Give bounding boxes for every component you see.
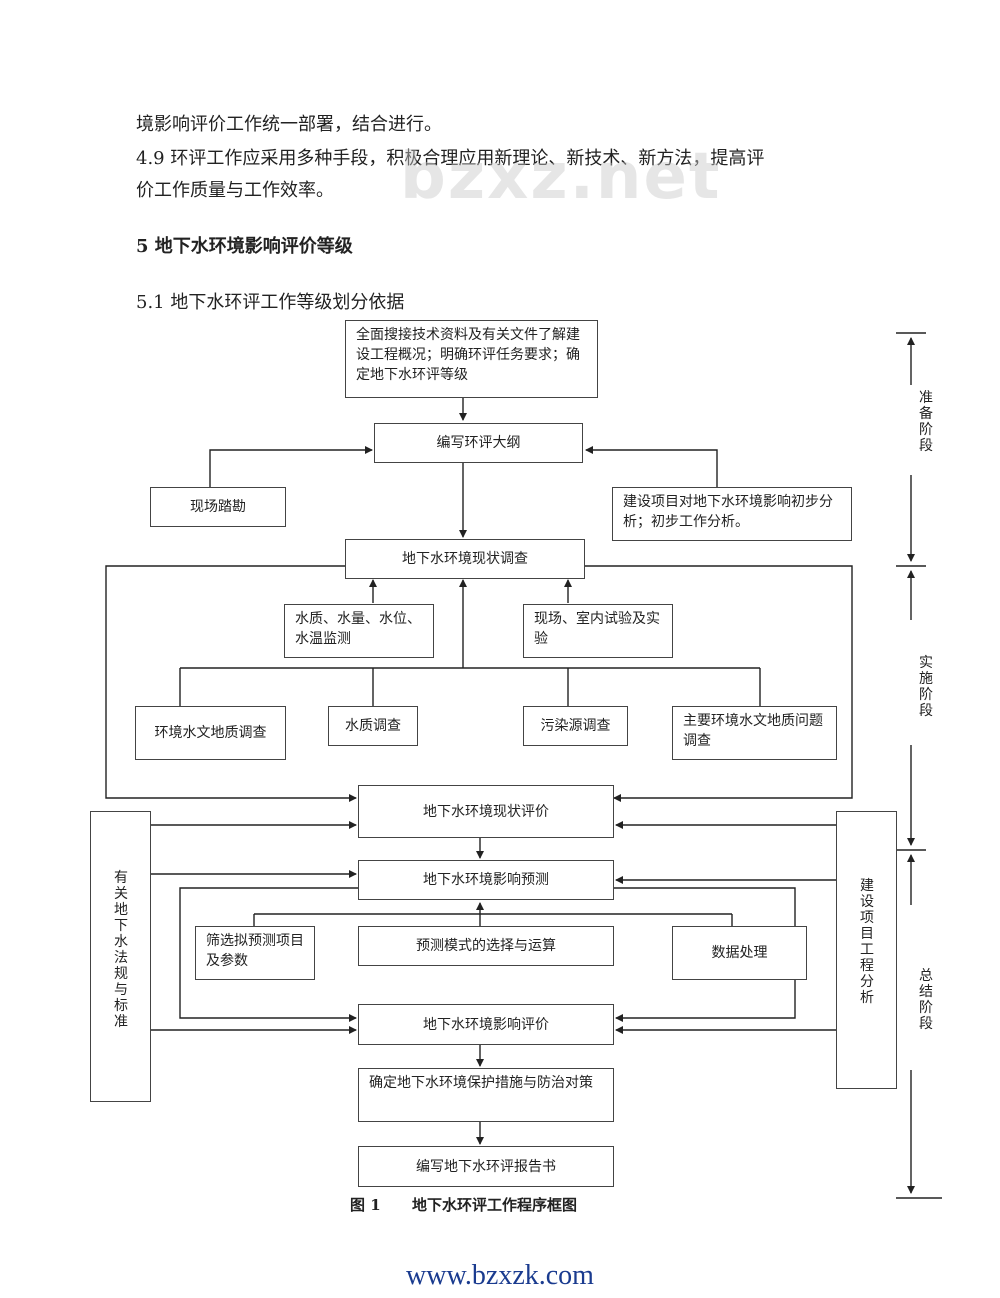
laws-standards-box: 有关地下水法规与标准 <box>90 811 151 1102</box>
measures-box: 确定地下水环境保护措施与防治对策 <box>358 1068 614 1122</box>
outline-box: 编写环评大纲 <box>374 423 583 463</box>
prediction-box: 地下水环境影响预测 <box>358 860 614 900</box>
stage-impl-label: 实施阶段 <box>919 655 933 719</box>
footer-url[interactable]: www.bzxzk.com <box>406 1260 594 1291</box>
status-eval-box: 地下水环境现状评价 <box>358 785 614 838</box>
stage-summary-label: 总结阶段 <box>919 968 933 1032</box>
body-line-3: 价工作质量与工作效率。 <box>136 180 334 201</box>
body-line-2: 4.9 环评工作应采用多种手段，积极合理应用新理论、新技术、新方法，提高评 <box>136 148 765 169</box>
lab-test-box: 现场、室内试验及实验 <box>523 604 673 658</box>
water-quality-survey-box: 水质调查 <box>328 706 418 746</box>
model-box: 预测模式的选择与运算 <box>358 926 614 966</box>
section-5-1-heading: 5.1 地下水环评工作等级划分依据 <box>136 292 405 313</box>
data-processing-box: 数据处理 <box>672 926 807 980</box>
stage-prep-label: 准备阶段 <box>919 390 933 454</box>
site-survey-box: 现场踏勘 <box>150 487 286 527</box>
impact-eval-box: 地下水环境影响评价 <box>358 1004 614 1045</box>
laws-standards-label: 有关地下水法规与标准 <box>114 870 128 1030</box>
prelim-analysis-box: 建设项目对地下水环境影响初步分析；初步工作分析。 <box>612 487 852 541</box>
engineering-analysis-box: 建设项目工程分析 <box>836 811 897 1089</box>
pollution-survey-box: 污染源调查 <box>523 706 628 746</box>
hydrogeo-problems-box: 主要环境水文地质问题调查 <box>672 706 837 760</box>
status-survey-box: 地下水环境现状调查 <box>345 539 585 579</box>
figure-caption: 图 1 地下水环评工作程序框图 <box>350 1196 577 1214</box>
watermark: bzxz.net <box>400 140 722 214</box>
monitoring-box: 水质、水量、水位、水温监测 <box>284 604 434 658</box>
report-box: 编写地下水环评报告书 <box>358 1146 614 1187</box>
body-line-1: 境影响评价工作统一部署，结合进行。 <box>136 114 442 135</box>
screening-box: 筛选拟预测项目及参数 <box>195 926 315 980</box>
section-5-heading: 5 地下水环境影响评价等级 <box>136 236 353 257</box>
hydrogeo-survey-box: 环境水文地质调查 <box>135 706 286 760</box>
engineering-analysis-label: 建设项目工程分析 <box>860 878 874 1006</box>
collect-materials-box: 全面搜接技术资料及有关文件了解建设工程概况；明确环评任务要求；确定地下水环评等级 <box>345 320 598 398</box>
